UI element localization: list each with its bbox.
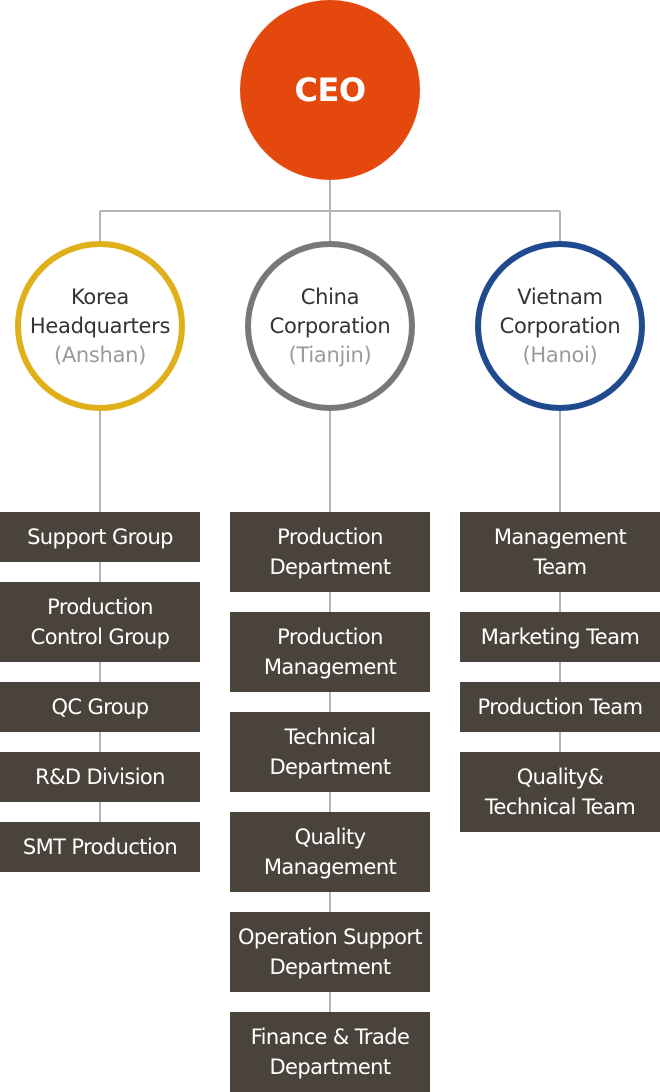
unit-rd-division: R&D Division <box>0 752 200 802</box>
branch-korea-name: Korea Headquarters <box>29 284 171 338</box>
unit-technical-department: Technical Department <box>230 712 430 792</box>
unit-management-team: Management Team <box>460 512 660 592</box>
ceo-node: CEO <box>240 0 420 180</box>
branch-china-location: (Tianjin) <box>288 342 372 367</box>
unit-production-team: Production Team <box>460 682 660 732</box>
unit-quality-management: Quality Management <box>230 812 430 892</box>
branch-korea-location: (Anshan) <box>53 342 147 367</box>
branch-vietnam-corporation: Vietnam Corporation (Hanoi) <box>475 241 645 411</box>
unit-operation-support-department: Operation Support Department <box>230 912 430 992</box>
branch-vietnam-name: Vietnam Corporation <box>499 284 621 338</box>
unit-production-management: Production Management <box>230 612 430 692</box>
branch-korea-headquarters: Korea Headquarters (Anshan) <box>15 241 185 411</box>
unit-finance-trade-department: Finance & Trade Department <box>230 1012 430 1092</box>
ceo-label: CEO <box>294 71 366 109</box>
unit-production-department: Production Department <box>230 512 430 592</box>
branch-vietnam-location: (Hanoi) <box>522 342 598 367</box>
unit-quality-technical-team: Quality& Technical Team <box>460 752 660 832</box>
branch-china-name: China Corporation <box>269 284 391 338</box>
unit-marketing-team: Marketing Team <box>460 612 660 662</box>
unit-qc-group: QC Group <box>0 682 200 732</box>
branch-china-corporation: China Corporation (Tianjin) <box>245 241 415 411</box>
unit-support-group: Support Group <box>0 512 200 562</box>
unit-smt-production: SMT Production <box>0 822 200 872</box>
unit-production-control-group: Production Control Group <box>0 582 200 662</box>
